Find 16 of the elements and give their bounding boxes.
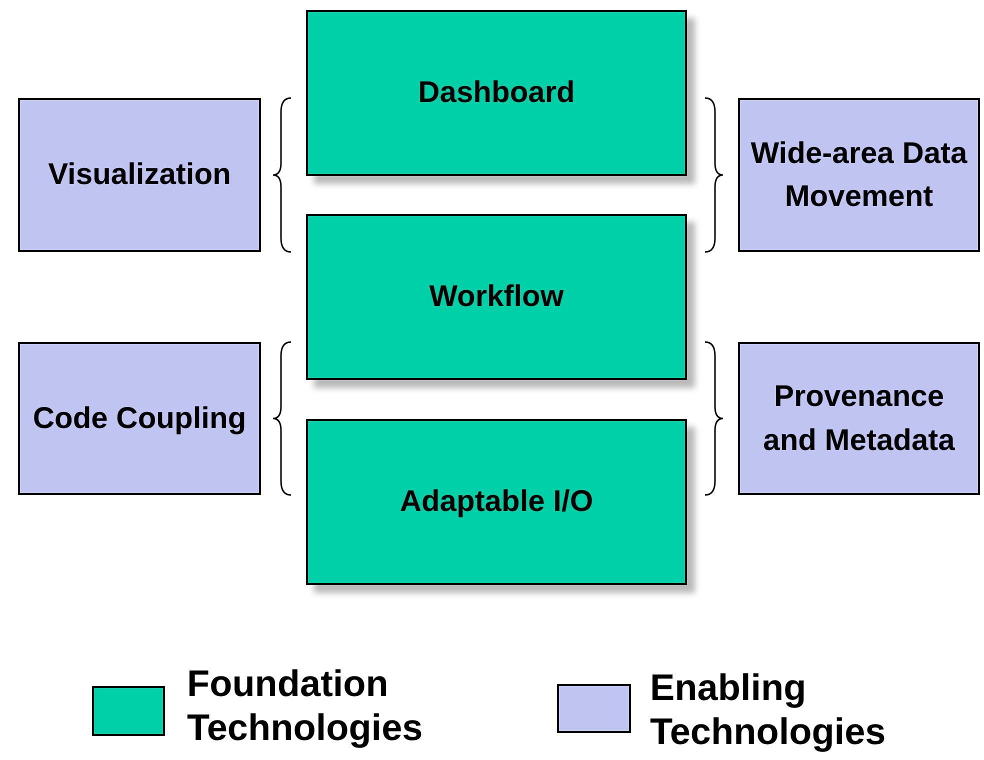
box-label: Code Coupling	[32, 400, 248, 437]
legend-label: Foundation Technologies	[187, 662, 424, 750]
box-label: Visualization	[47, 157, 232, 194]
foundation-box	[306, 10, 687, 176]
box-label: Adaptable I/O	[398, 484, 594, 520]
box-label: Wide-area Data Movement	[750, 136, 968, 215]
box-label: Workflow	[428, 279, 565, 316]
legend-label: Enabling Technologies	[650, 666, 887, 754]
enabling-box	[18, 98, 261, 252]
enabling-box	[738, 98, 980, 252]
foundation-box	[306, 419, 687, 585]
box-label: Provenance and Metadata	[762, 379, 956, 458]
foundation-box	[306, 214, 687, 380]
box-label: Dashboard	[417, 75, 576, 112]
enabling-box	[18, 342, 261, 495]
enabling-box	[738, 342, 980, 495]
